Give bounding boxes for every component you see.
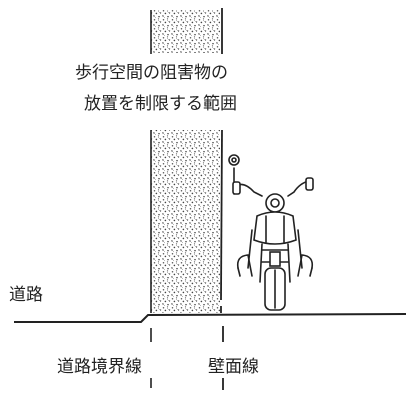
restricted-zone-upper bbox=[151, 10, 220, 53]
wall-line-label: 壁面線 bbox=[206, 357, 261, 377]
caption-line-2: 放置を制限する範囲 bbox=[82, 94, 239, 114]
motorcycle-icon bbox=[228, 154, 314, 311]
wall-line bbox=[220, 8, 224, 390]
road-label: 道路 bbox=[9, 285, 43, 305]
restricted-zone-lower bbox=[151, 130, 220, 313]
road-boundary-line-label: 道路境界線 bbox=[55, 357, 144, 377]
restricted-zone bbox=[151, 10, 220, 313]
ground-line bbox=[14, 313, 407, 323]
caption-line-1: 歩行空間の阻害物の bbox=[73, 63, 230, 83]
